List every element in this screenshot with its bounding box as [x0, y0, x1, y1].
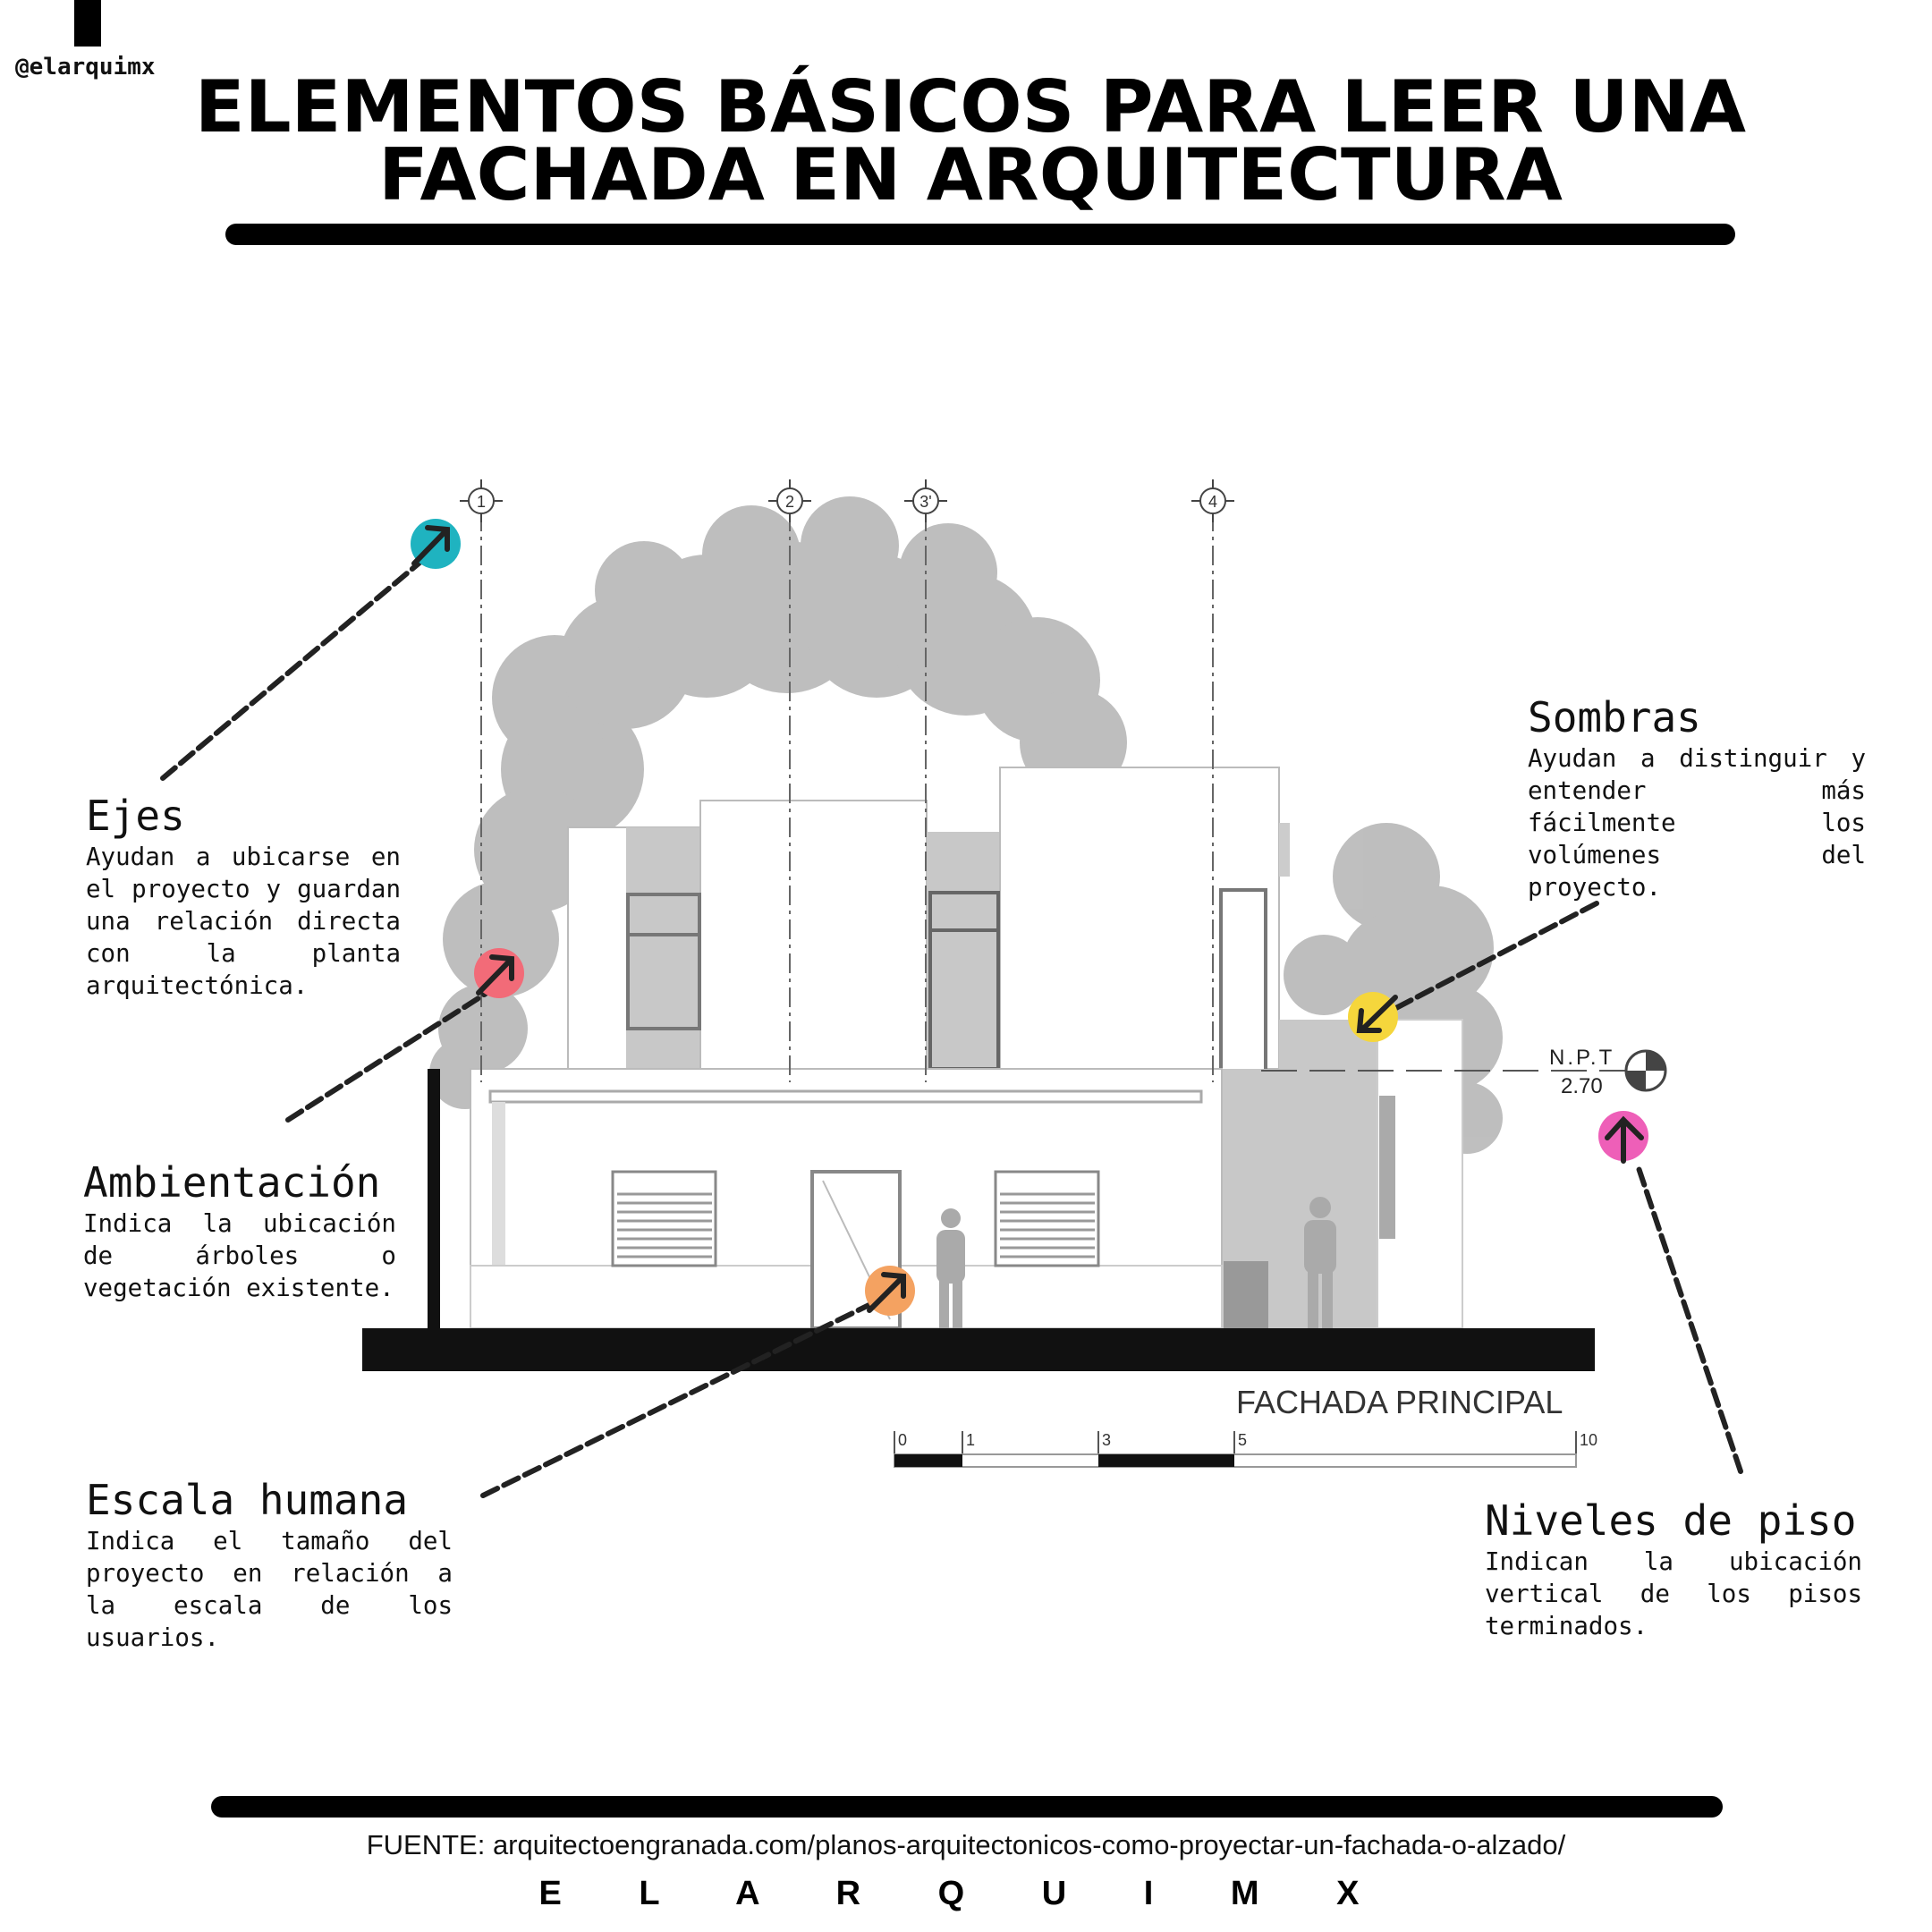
- level-label: N.P.T: [1549, 1046, 1614, 1070]
- marker-escala: [865, 1266, 915, 1316]
- ground-slab: [362, 1328, 1595, 1371]
- ejes-description: Ayudan a ubicarse en el proyecto y guard…: [86, 843, 401, 1000]
- leader-niveles: [1634, 1160, 1743, 1474]
- niveles-de-piso-description: Indican la ubicación vertical de los pis…: [1485, 1547, 1862, 1640]
- axis-label-2: 2: [785, 493, 794, 511]
- ambientacion-title: Ambientación: [83, 1158, 381, 1207]
- upper-volume-mid: [927, 832, 1002, 1069]
- scale-tick-5: 5: [1238, 1431, 1247, 1449]
- scale-tick-1: 1: [966, 1431, 975, 1449]
- leader-ambientacion: [285, 981, 504, 1123]
- shutter-window-right: [994, 1170, 1100, 1267]
- axis-bubble-4: [1199, 487, 1226, 514]
- upper-volume-left-shadow: [626, 827, 702, 1069]
- scale-bar: [894, 1431, 1577, 1468]
- top-marker-bar: [74, 0, 101, 47]
- axis-label-4: 4: [1208, 493, 1217, 511]
- axis-lines: [480, 512, 1214, 1082]
- marker-ejes: [411, 519, 461, 569]
- ejes-title: Ejes: [86, 792, 185, 840]
- axis-bubble-3: [912, 487, 939, 514]
- axis-label-1: 1: [477, 493, 486, 511]
- upper-window-left: [626, 893, 701, 1030]
- axis-bubble-1: [468, 487, 495, 514]
- sombras-title: Sombras: [1528, 693, 1701, 741]
- level-value: 2.70: [1561, 1074, 1603, 1098]
- axis-label-3: 3': [919, 493, 931, 511]
- drawing-caption: FACHADA PRINCIPAL: [1236, 1384, 1563, 1420]
- sombras-description: Ayudan a distinguir y entender más fácil…: [1528, 744, 1866, 902]
- scale-tick-3: 3: [1102, 1431, 1111, 1449]
- source-credit: FUENTE: arquitectoengranada.com/planos-a…: [366, 1829, 1566, 1860]
- leader-ejes: [160, 552, 432, 781]
- leader-escala: [480, 1285, 906, 1498]
- page-title: ELEMENTOS BÁSICOS PARA LEER UNA FACHADA …: [163, 65, 1777, 216]
- social-handle: @elarquimx: [15, 54, 156, 80]
- page-title-line-2: FACHADA EN ARQUITECTURA: [378, 133, 1563, 216]
- marker-ambientacion: [474, 948, 524, 998]
- scale-tick-0: 0: [898, 1431, 907, 1449]
- upper-volume-center: [699, 800, 928, 1070]
- escala-humana-title: Escala humana: [86, 1476, 409, 1524]
- human-figure-2: [1304, 1197, 1336, 1328]
- axis-bubble-2: [776, 487, 803, 514]
- top-divider: [225, 224, 1735, 245]
- brand-wordmark: E L A R Q U I M X: [538, 1875, 1394, 1912]
- page-title-line-1: ELEMENTOS BÁSICOS PARA LEER UNA: [194, 65, 1747, 148]
- marker-niveles: [1598, 1111, 1648, 1164]
- marker-sombras: [1348, 992, 1398, 1042]
- shutter-window-left: [611, 1170, 717, 1267]
- bottom-divider: [211, 1796, 1723, 1818]
- scale-tick-10: 10: [1580, 1431, 1597, 1449]
- escala-humana-description: Indica el tamaño del proyecto en relació…: [86, 1527, 453, 1652]
- leader-sombras: [1388, 901, 1599, 1013]
- ambientacion-description: Indica la ubicación de árboles o vegetac…: [83, 1209, 396, 1302]
- human-figure-1: [936, 1208, 965, 1328]
- niveles-de-piso-title: Niveles de piso: [1485, 1496, 1857, 1545]
- boundary-wall: [428, 1069, 440, 1328]
- level-target-symbol: [1624, 1049, 1667, 1092]
